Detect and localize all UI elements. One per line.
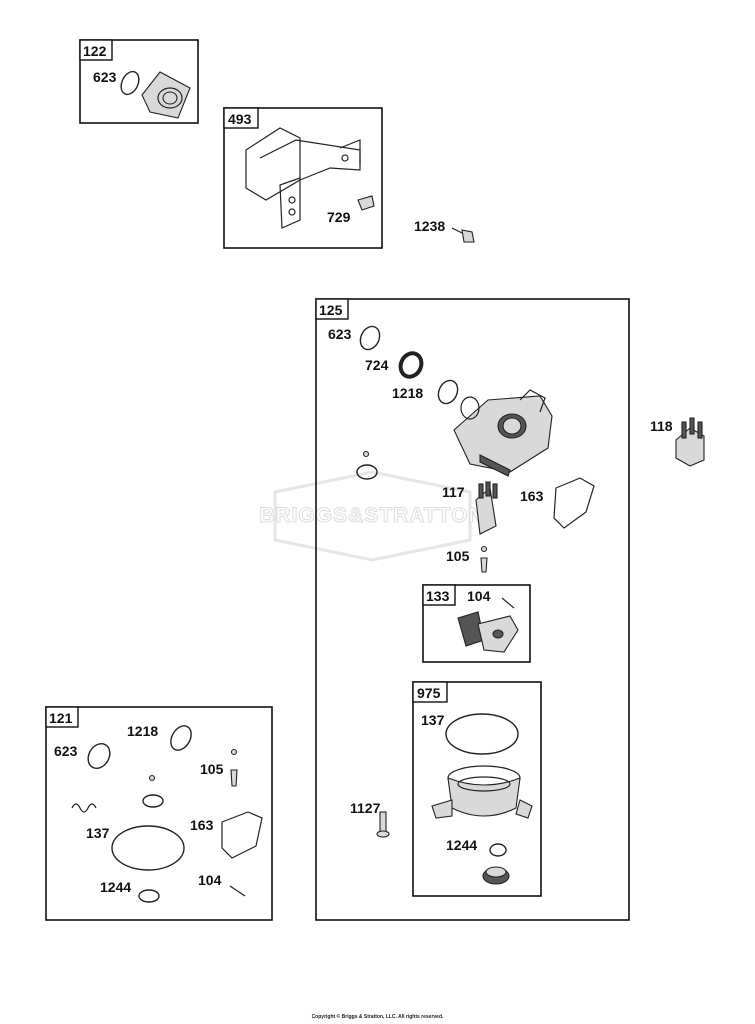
group-133-frame [422, 584, 531, 663]
part-117-label: 117 [442, 484, 465, 500]
part-137-label: 137 [421, 712, 445, 728]
gasket-137 [111, 825, 185, 871]
screw-1127 [376, 811, 390, 838]
group-125-tag [315, 298, 349, 320]
part-623-label: 623 [93, 69, 117, 85]
group-975-tag [412, 681, 448, 703]
group-493-tag [223, 107, 259, 129]
group-975: 975 137 1244 [412, 681, 542, 897]
group-122-tag [79, 39, 113, 61]
part-105-label: 105 [200, 761, 224, 777]
intake-elbow-part [141, 71, 191, 119]
group-122-frame [79, 39, 199, 124]
group-121-tag [45, 706, 79, 728]
part-137-label: 137 [86, 825, 110, 841]
fuel-valve-117 [475, 481, 498, 535]
group-122: 122 623 [79, 39, 199, 124]
part-1238-label: 1238 [414, 218, 445, 234]
part-1244-label: 1244 [446, 837, 477, 853]
part-163-label: 163 [520, 488, 544, 504]
pin-105-cap [230, 748, 238, 756]
group-133-number: 133 [426, 588, 450, 604]
spring-part [71, 803, 97, 813]
group-493-number: 493 [228, 111, 252, 127]
part-1218-label: 1218 [127, 723, 158, 739]
group-133-tag [422, 584, 456, 606]
part-1238: 1238 [414, 218, 475, 243]
o-ring-623 [120, 70, 140, 96]
part-1127-label: 1127 [350, 800, 381, 816]
o-ring-1244 [138, 889, 160, 903]
pin-105 [230, 769, 238, 787]
bracket-part [245, 127, 361, 229]
small-ring-part [148, 774, 156, 782]
group-121-number: 121 [49, 710, 73, 726]
pin-105-cap [480, 545, 488, 553]
gasket-163 [221, 811, 263, 859]
part-105-label: 105 [446, 548, 470, 564]
o-ring-1218 [437, 379, 459, 405]
bowl-nut-part [482, 866, 510, 885]
part-1244-label: 1244 [100, 879, 131, 895]
o-ring-part [356, 464, 378, 480]
o-ring-623 [87, 742, 111, 770]
clip-729-part [357, 195, 375, 211]
group-493: 493 729 [223, 107, 383, 249]
o-ring-part [142, 794, 164, 808]
pin-105 [480, 557, 488, 573]
o-ring-1244 [489, 843, 507, 857]
float-bowl-part [431, 765, 533, 819]
group-125-number: 125 [319, 302, 343, 318]
gasket-137 [445, 713, 519, 755]
group-493-frame [223, 107, 383, 249]
part-724-label: 724 [365, 357, 389, 373]
gasket-163 [553, 477, 595, 529]
group-121: 121 623 1218 105 137 163 1244 104 [45, 706, 273, 921]
part-118: 118 [650, 417, 705, 467]
part-104-label: 104 [467, 588, 491, 604]
o-ring-623 [359, 325, 381, 351]
group-121-frame [45, 706, 273, 921]
pin-104 [229, 885, 246, 897]
group-125-frame [315, 298, 630, 921]
group-125: 125 623 724 1218 117 163 105 1127 [315, 298, 630, 921]
group-975-number: 975 [417, 685, 441, 701]
copyright-notice: Copyright © Briggs & Stratton, LLC. All … [311, 1014, 444, 1020]
group-133: 133 104 [422, 584, 531, 663]
o-ring-1218 [170, 725, 192, 751]
carburetor-body-part [453, 389, 553, 477]
part-163-label: 163 [190, 817, 214, 833]
part-623-label: 623 [328, 326, 352, 342]
group-975-frame [412, 681, 542, 897]
part-104-label: 104 [198, 872, 222, 888]
float-part [457, 611, 519, 653]
small-ring-part [362, 450, 370, 458]
group-122-number: 122 [83, 43, 107, 59]
watermark-text: BRIGGS&STRATTON [259, 504, 484, 527]
pin-104 [501, 597, 515, 609]
part-729-label: 729 [327, 209, 351, 225]
gasket-724 [398, 351, 424, 379]
part-1218-label: 1218 [392, 385, 423, 401]
part-623-label: 623 [54, 743, 78, 759]
part-118-label: 118 [650, 418, 673, 434]
